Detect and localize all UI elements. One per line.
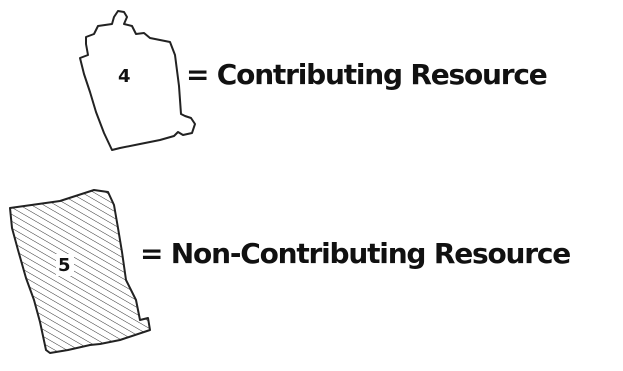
non-contributing-number-backing	[56, 254, 74, 276]
non-contributing-building-number: 5	[58, 255, 71, 276]
contributing-building-outline	[79, 10, 196, 151]
contributing-resource-label: = Contributing Resource	[186, 58, 548, 91]
contributing-building-number: 4	[118, 66, 131, 87]
non-contributing-building-hatching	[10, 190, 150, 353]
non-contributing-resource-label: = Non-Contributing Resource	[140, 237, 571, 270]
non-contributing-building-outline	[9, 189, 151, 354]
